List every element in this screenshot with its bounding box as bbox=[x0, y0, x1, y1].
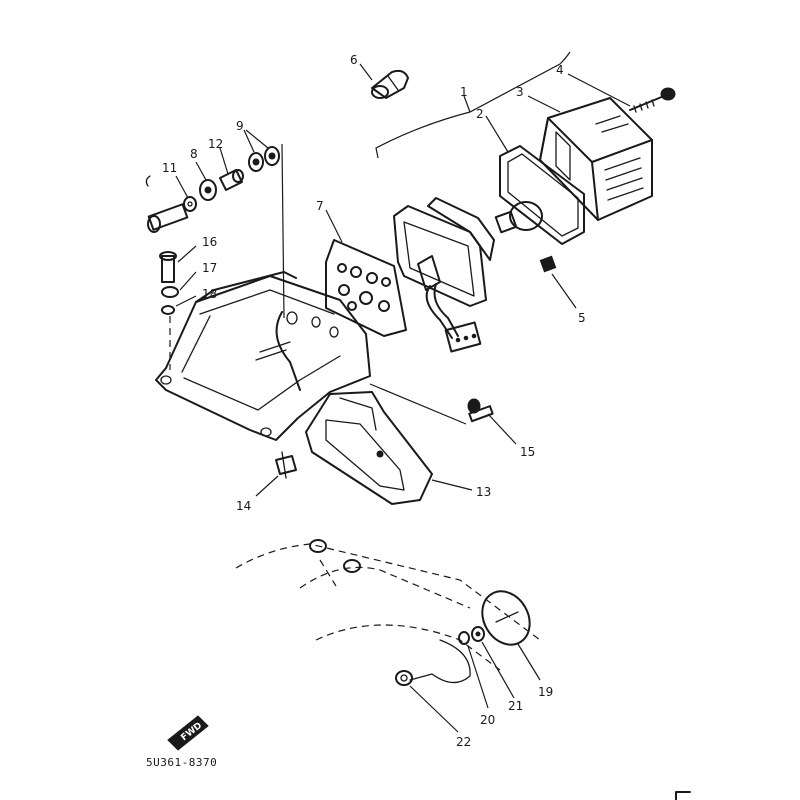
leader-19 bbox=[517, 643, 541, 681]
part-11-washer[interactable] bbox=[183, 196, 197, 212]
leader-5 bbox=[551, 273, 577, 309]
tail-light-bracket[interactable] bbox=[155, 271, 371, 441]
leader-8 bbox=[195, 161, 207, 181]
leader-9b bbox=[245, 129, 269, 149]
callout-13: 13 bbox=[476, 485, 491, 499]
callout-7: 7 bbox=[316, 199, 324, 213]
callout-5: 5 bbox=[578, 311, 586, 325]
callout-20: 20 bbox=[480, 713, 495, 727]
part-8-washer[interactable] bbox=[199, 179, 217, 201]
leader-11 bbox=[175, 175, 189, 199]
leader-13 bbox=[431, 479, 473, 491]
callout-16: 16 bbox=[202, 235, 217, 249]
callout-8: 8 bbox=[190, 147, 198, 161]
corner-mark bbox=[675, 791, 691, 800]
leader-3 bbox=[527, 95, 561, 113]
leader-15b bbox=[487, 413, 517, 445]
part-22-nut[interactable] bbox=[395, 670, 413, 686]
part-16-bolt[interactable] bbox=[159, 251, 177, 283]
part-18-nut[interactable] bbox=[161, 305, 175, 315]
part-4-screw[interactable] bbox=[629, 87, 676, 113]
part-9-washers[interactable] bbox=[248, 146, 280, 172]
leader-15a bbox=[369, 383, 467, 425]
callout-12: 12 bbox=[208, 137, 223, 151]
leader-12 bbox=[219, 147, 229, 175]
leader-1 bbox=[463, 95, 471, 113]
leader-4 bbox=[567, 73, 631, 107]
part-5-bulb[interactable] bbox=[539, 255, 557, 273]
forward-direction-badge: FWD bbox=[167, 715, 209, 751]
guide-line bbox=[281, 143, 285, 319]
leader-7 bbox=[325, 209, 343, 243]
leader-18 bbox=[175, 295, 197, 307]
part-6-bulb[interactable] bbox=[371, 69, 409, 99]
callout-22: 22 bbox=[456, 735, 471, 749]
part-13-stay[interactable] bbox=[305, 391, 433, 505]
tail-bulb bbox=[494, 201, 543, 234]
callout-3: 3 bbox=[516, 85, 524, 99]
callout-4: 4 bbox=[556, 63, 564, 77]
part-19-reflector[interactable] bbox=[473, 583, 539, 653]
lamp-base[interactable] bbox=[393, 197, 495, 353]
part-17-washer[interactable] bbox=[161, 286, 179, 298]
callout-1: 1 bbox=[460, 85, 468, 99]
part-21-washer[interactable] bbox=[471, 626, 485, 642]
leader-14 bbox=[255, 475, 279, 497]
callout-14: 14 bbox=[236, 499, 251, 513]
callout-9: 9 bbox=[236, 119, 244, 133]
bracket-1 bbox=[375, 51, 571, 159]
callout-19: 19 bbox=[538, 685, 553, 699]
part-11-bolt[interactable] bbox=[147, 203, 189, 233]
part-20-nut[interactable] bbox=[458, 631, 470, 645]
leader-6 bbox=[359, 63, 373, 81]
callout-21: 21 bbox=[508, 699, 523, 713]
callout-11: 11 bbox=[162, 161, 177, 175]
leader-21 bbox=[481, 641, 515, 699]
drawing-code: 5U361-8370 bbox=[146, 756, 217, 769]
part-7-plate[interactable] bbox=[325, 239, 407, 337]
part-14-clip[interactable] bbox=[275, 451, 297, 479]
leader-20 bbox=[467, 645, 489, 709]
callout-15: 15 bbox=[520, 445, 535, 459]
leader-22 bbox=[409, 685, 459, 733]
callout-18: 18 bbox=[202, 287, 217, 301]
leader-16 bbox=[177, 245, 197, 263]
part-12-collar[interactable] bbox=[219, 169, 244, 191]
small-arc bbox=[145, 175, 151, 187]
part-15-bolt[interactable] bbox=[467, 398, 494, 423]
leader-2 bbox=[485, 115, 509, 153]
callout-2: 2 bbox=[476, 107, 484, 121]
part-3-lens[interactable] bbox=[539, 97, 653, 221]
callout-17: 17 bbox=[202, 261, 217, 275]
leader-9a bbox=[243, 129, 255, 153]
leader-17 bbox=[179, 271, 197, 291]
part-2-gasket[interactable] bbox=[499, 145, 585, 245]
rear-fender bbox=[235, 539, 541, 684]
callout-6: 6 bbox=[350, 53, 358, 67]
